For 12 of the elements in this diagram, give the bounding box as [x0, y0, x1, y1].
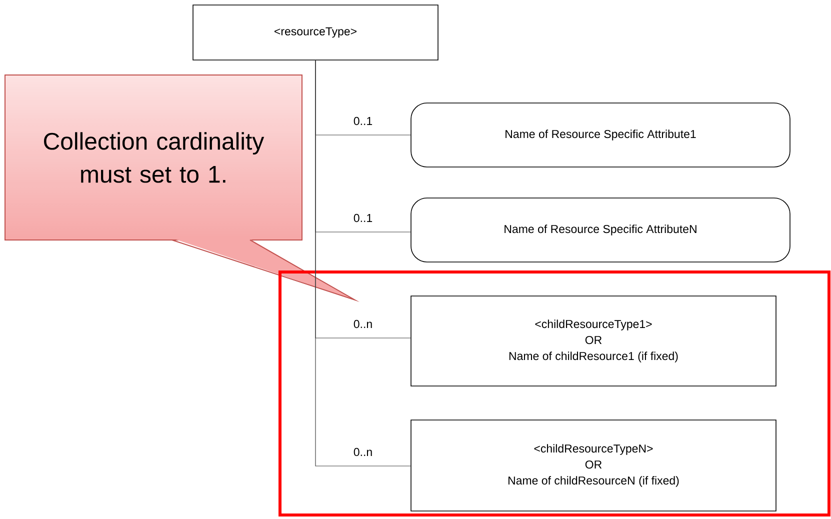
entity-box: <childResourceType1> OR Name of childResource1 (if fixed) — [410, 296, 776, 386]
edge-label: 0..1 — [354, 116, 372, 126]
attribute-box: Name of Resource Specific Attribute1 — [410, 102, 790, 168]
callout-box: Collection cardinality must set to 1. — [4, 74, 302, 240]
connector — [315, 60, 411, 466]
edge-label: 0..n — [354, 448, 372, 456]
attribute-box: Name of Resource Specific AttributeN — [410, 198, 790, 262]
highlight-frame — [278, 270, 830, 516]
edge-label: 0..1 — [354, 214, 372, 222]
edge-label: 0..n — [354, 320, 372, 328]
entity-box: <resourceType> — [192, 4, 438, 60]
entity-box: <childResourceTypeN> OR Name of childResourceN (if fixed) — [410, 420, 776, 512]
